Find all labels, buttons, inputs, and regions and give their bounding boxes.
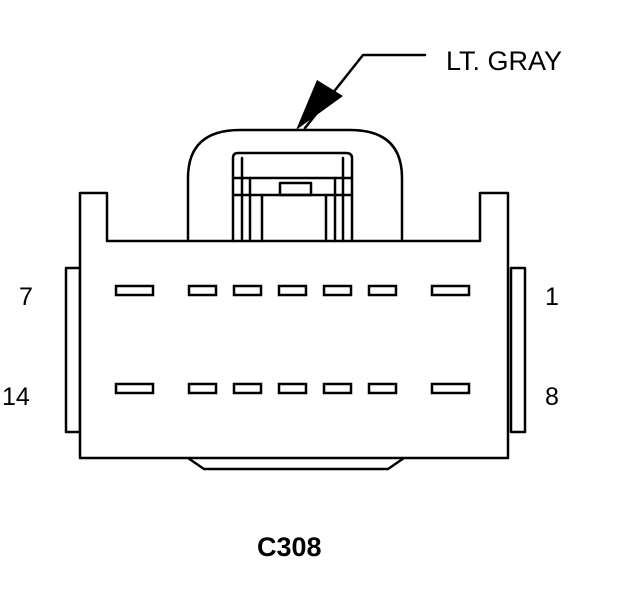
pin-cavity: [114, 382, 155, 395]
connector-body: [78, 191, 510, 460]
pin-cavity: [277, 382, 308, 395]
left-flange: [64, 266, 82, 434]
pin-cavity: [187, 382, 218, 395]
pin-cavity: [322, 382, 353, 395]
pin-label-1: 1: [545, 283, 559, 311]
pin-cavity: [114, 284, 155, 297]
pin-cavity: [367, 284, 398, 297]
inner-latch: [231, 151, 354, 243]
pin-cavity: [322, 284, 353, 297]
pin-cavity: [367, 382, 398, 395]
connector-id: C308: [257, 532, 322, 562]
bottom-tab: [186, 456, 406, 471]
pin-label-14: 14: [2, 383, 30, 411]
pin-cavity: [232, 284, 263, 297]
pin-cavity: [232, 382, 263, 395]
latch-arch: [186, 128, 404, 243]
right-flange: [509, 266, 527, 434]
pin-cavity: [430, 382, 471, 395]
pin-cavities: [114, 284, 471, 395]
color-label: LT. GRAY: [446, 46, 563, 76]
pin-cavity: [187, 284, 218, 297]
pin-cavity: [277, 284, 308, 297]
pin-label-7: 7: [19, 283, 33, 311]
pin-cavity: [430, 284, 471, 297]
leader-arrowhead: [296, 80, 343, 130]
pin-label-8: 8: [545, 383, 559, 411]
